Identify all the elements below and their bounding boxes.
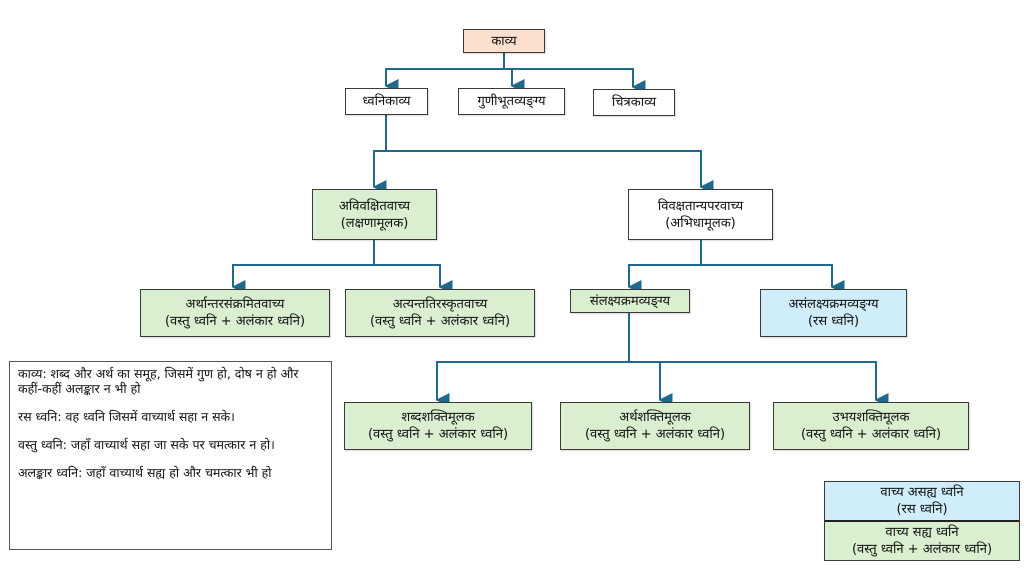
connector: [384, 52, 505, 93]
node-dhvanikavya: ध्वनिकाव्य: [345, 88, 428, 115]
node-arthantarasankramitavachya: अर्थान्तरसंक्रमितवाच्य (वस्तु ध्वनि + अल…: [140, 289, 330, 337]
legend-label: वाच्य सह्य ध्वनि: [885, 525, 959, 540]
connector: [435, 312, 630, 407]
connector: [374, 264, 453, 294]
legend-item-sahya: वाच्य सह्य ध्वनि (वस्तु ध्वनि + अलंकार ध…: [825, 522, 1019, 560]
node-label: संलक्ष्यक्रमव्यङ्ग्य: [589, 293, 671, 309]
node-sublabel: (वस्तु ध्वनि + अलंकार ध्वनि): [369, 314, 511, 329]
connector: [231, 240, 375, 294]
node-label: अत्यन्ततिरस्कृतवाच्य: [392, 297, 488, 312]
node-kavya: काव्य: [463, 29, 545, 53]
node-label: गुणीभूतव्यङ्ग्य: [477, 94, 546, 109]
node-label: ध्वनिकाव्य: [362, 94, 411, 109]
connector: [629, 361, 673, 407]
node-sublabel: (वस्तु ध्वनि + अलंकार ध्वनि): [584, 427, 726, 442]
connector: [627, 240, 702, 294]
node-shabdashaktimulak: शब्दशक्तिमूलक (वस्तु ध्वनि + अलंकार ध्वन…: [344, 402, 532, 450]
node-vivakshitanyaparavachya: विवक्षतान्यपरवाच्य (अभिधामूलक): [628, 189, 773, 240]
node-atyantatiraskritavachya: अत्यन्ततिरस्कृतवाच्य (वस्तु ध्वनि + अलंक…: [345, 289, 535, 337]
node-arthashaktimulak: अर्थशक्तिमूलक (वस्तु ध्वनि + अलंकार ध्वन…: [560, 402, 750, 450]
connector: [372, 115, 387, 194]
definitions-box: काव्य: शब्द और अर्थ का समूह, जिसमें गुण …: [9, 361, 332, 550]
node-asamlakshyakramavyangya: असंलक्ष्यक्रमव्यङ्ग्य (रस ध्वनि): [760, 289, 907, 337]
color-legend: वाच्य असह्य ध्वनि (रस ध्वनि) वाच्य सह्य …: [824, 481, 1020, 561]
node-label: विवक्षतान्यपरवाच्य: [657, 198, 744, 214]
node-avivakshitavachya: अविवक्षितवाच्य (लक्षणामूलक): [312, 189, 437, 240]
node-sublabel: (लक्षणामूलक): [340, 215, 409, 231]
node-sublabel: (वस्तु ध्वनि + अलंकार ध्वनि): [164, 314, 306, 329]
node-label: असंलक्ष्यक्रमव्यङ्ग्य: [788, 297, 879, 312]
connector: [386, 150, 714, 194]
node-label: उभयशक्तिमूलक: [832, 410, 910, 425]
legend-sublabel: (वस्तु ध्वनि + अलंकार ध्वनि): [851, 542, 993, 557]
connector: [512, 68, 646, 94]
definition-kavya: काव्य: शब्द और अर्थ का समूह, जिसमें गुण …: [18, 366, 299, 396]
legend-item-asahya: वाच्य असह्य ध्वनि (रस ध्वनि): [825, 482, 1019, 522]
connector: [660, 361, 889, 407]
node-sublabel: (अभिधामूलक): [665, 215, 736, 231]
node-label: अर्थशक्तिमूलक: [619, 410, 691, 425]
definition-rasa-dhvani: रस ध्वनि: वह ध्वनि जिसमें वाच्यार्थ सहा …: [18, 409, 235, 424]
node-chitrakavya: चित्रकाव्य: [593, 89, 675, 116]
node-samlakshyakramavyangya: संलक्ष्यक्रमव्यङ्ग्य: [570, 289, 690, 313]
legend-sublabel: (रस ध्वनि): [896, 502, 948, 517]
connector: [504, 68, 525, 93]
node-sublabel: (वस्तु ध्वनि + अलंकार ध्वनि): [800, 427, 942, 442]
node-label: अविवक्षितवाच्य: [338, 198, 411, 214]
definition-alankar-dhvani: अलङ्कार ध्वनि: जहाँ वाच्यार्थ सह्य हो और…: [18, 465, 272, 480]
legend-label: वाच्य असह्य ध्वनि: [880, 485, 964, 500]
connector: [701, 264, 845, 294]
node-label: चित्रकाव्य: [611, 95, 657, 110]
node-sublabel: (वस्तु ध्वनि + अलंकार ध्वनि): [367, 427, 509, 442]
node-gunibhutavyangya: गुणीभूतव्यङ्ग्य: [458, 88, 565, 115]
node-label: शब्दशक्तिमूलक: [401, 410, 475, 425]
node-label: काव्य: [491, 33, 517, 49]
node-ubhayashaktimulak: उभयशक्तिमूलक (वस्तु ध्वनि + अलंकार ध्वनि…: [773, 402, 969, 450]
definition-vastu-dhvani: वस्तु ध्वनि: जहाँ वाच्यार्थ सहा जा सके प…: [18, 437, 275, 452]
node-sublabel: (रस ध्वनि): [807, 314, 860, 329]
node-label: अर्थान्तरसंक्रमितवाच्य: [185, 297, 285, 312]
